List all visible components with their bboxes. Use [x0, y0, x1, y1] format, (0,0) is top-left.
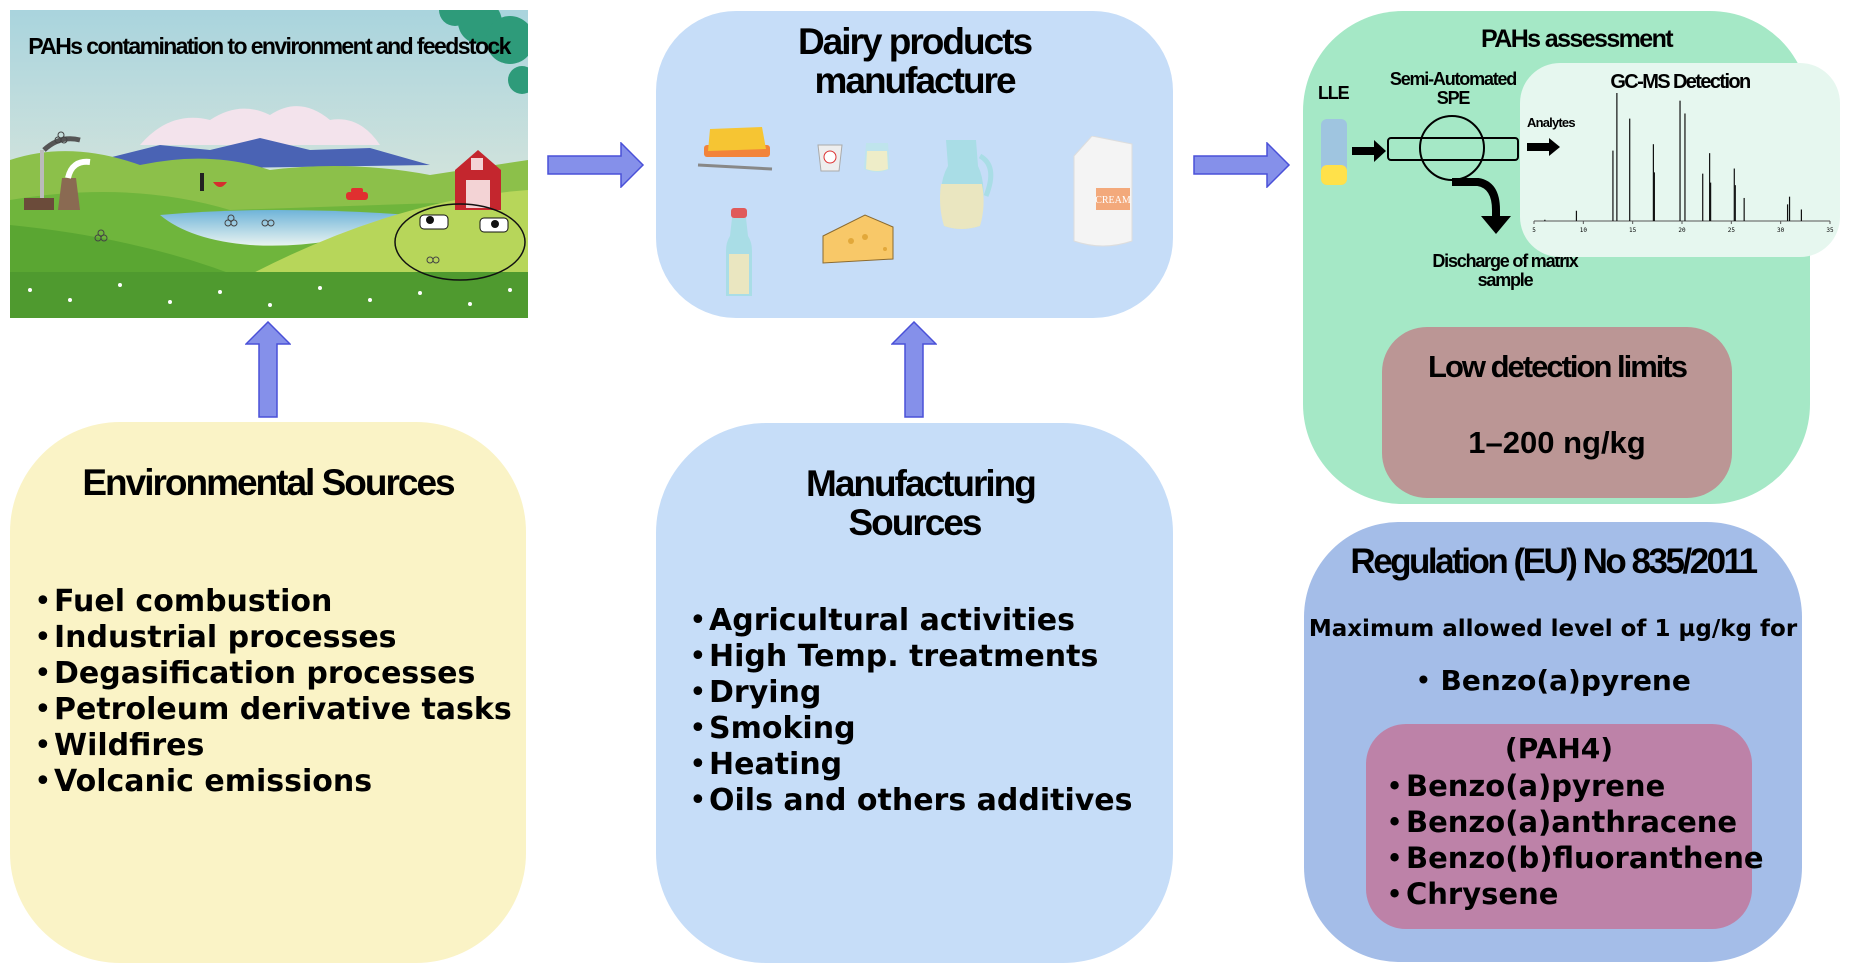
cream-label: CREAM: [1095, 195, 1131, 206]
pah-molecule-icon: [54, 131, 440, 264]
list-item: Wildfires: [34, 728, 512, 764]
detection-limits-panel: Low detection limits 1–200 ng/kg: [1382, 327, 1732, 498]
yogurt-cup-icon: [817, 144, 843, 172]
list-item: Oils and others additives: [689, 783, 1133, 819]
manufacturing-sources-title: Manufacturing Sources: [806, 463, 1037, 543]
bullet: •: [1415, 664, 1441, 697]
spe-cartridge-icon: [1387, 115, 1519, 234]
detection-limits-value: 1–200 ng/kg: [1468, 425, 1646, 460]
list-item: Fuel combustion: [34, 584, 512, 620]
arrow-up-2: [891, 321, 937, 419]
list-item: Volcanic emissions: [34, 764, 512, 800]
cheese-icon: [822, 214, 894, 264]
pahs-assessment-title: PAHs assessment: [1481, 25, 1674, 53]
regulation-subtitle: Maximum allowed level of 1 µg/kg for: [1308, 616, 1798, 642]
x-tick-label: 10: [1580, 227, 1588, 234]
x-tick-label: 5: [1532, 227, 1536, 234]
arrow-up-icon: [245, 321, 291, 418]
arrow-up-1: [245, 321, 291, 419]
x-tick-label: 20: [1678, 227, 1686, 234]
spe-label: Semi-Automated SPE: [1389, 69, 1517, 108]
x-tick-label: 30: [1777, 227, 1785, 234]
pah4-panel: (PAH4) Benzo(a)pyrene Benzo(a)anthracene…: [1366, 724, 1764, 929]
list-item: Benzo(b)fluoranthene: [1386, 840, 1764, 876]
landscape-title: PAHs contamination to environment and fe…: [28, 33, 511, 59]
barn-icon: [455, 150, 501, 210]
environmental-sources-list: Fuel combustion Industrial processes Deg…: [34, 584, 512, 800]
x-tick-label: 15: [1629, 227, 1637, 234]
yogurt-jar-icon: [864, 143, 890, 172]
milk-bottle-icon: [726, 208, 752, 296]
regulation-item-text: Benzo(a)pyrene: [1440, 664, 1691, 697]
list-item: Drying: [689, 675, 1133, 711]
arrow-right-icon: [547, 142, 645, 188]
list-item: Degasification processes: [34, 656, 512, 692]
analytes-arrow-icon: [1527, 138, 1560, 156]
dairy-products-title: Dairy products manufacture: [797, 21, 1033, 101]
list-item: Smoking: [689, 711, 1133, 747]
list-item: Agricultural activities: [689, 603, 1133, 639]
x-tick-label: 25: [1728, 227, 1736, 234]
gc-ms-detection-panel: GC-MS Detection 5 10 15 20 25 30 35: [1520, 63, 1840, 257]
regulation-title: Regulation (EU) No 835/2011: [1350, 542, 1758, 581]
landscape-scene: [10, 10, 528, 318]
lle-tube-icon: [1321, 119, 1347, 185]
butter-icon: [697, 127, 773, 171]
list-item: Industrial processes: [34, 620, 512, 656]
gc-ms-detection-title: GC-MS Detection: [1610, 71, 1751, 93]
pah4-title: (PAH4): [1504, 732, 1614, 765]
cream-carton-icon: CREAM: [1073, 136, 1133, 247]
x-tick-label: 35: [1826, 227, 1834, 234]
cows-icon: [394, 203, 526, 281]
environmental-sources-title: Environmental Sources: [82, 462, 455, 503]
cloud: [140, 106, 380, 145]
regulation-single-item: • Benzo(a)pyrene: [1304, 664, 1802, 697]
list-item: Chrysene: [1386, 876, 1764, 912]
pah4-list: Benzo(a)pyrene Benzo(a)anthracene Benzo(…: [1386, 768, 1764, 912]
detection-limits-title: Low detection limits: [1428, 349, 1688, 384]
discharge-label: Discharge of matrix sample: [1432, 251, 1578, 290]
manufacturing-sources-panel: Manufacturing Sources Agricultural activ…: [656, 423, 1173, 963]
grass: [10, 272, 528, 318]
environmental-sources-panel: Environmental Sources Fuel combustion In…: [10, 422, 526, 963]
list-item: Benzo(a)anthracene: [1386, 804, 1764, 840]
list-item: Petroleum derivative tasks: [34, 692, 512, 728]
list-item: Benzo(a)pyrene: [1386, 768, 1764, 804]
landscape-illustration: PAHs contamination to environment and fe…: [10, 10, 528, 318]
lle-label: LLE: [1318, 83, 1350, 103]
arrow-up-icon: [891, 321, 937, 418]
manufacturing-sources-list: Agricultural activities High Temp. treat…: [689, 603, 1133, 819]
arrow-right-icon: [1193, 142, 1291, 188]
milk-jug-icon: [940, 140, 994, 229]
dairy-products-panel: Dairy products manufacture CREAM: [656, 11, 1173, 318]
arrow-right-1: [547, 142, 645, 188]
flowers: [28, 283, 512, 307]
car-icon: [346, 188, 368, 200]
chromatogram: 5 10 15 20 25 30 35: [1532, 93, 1834, 234]
discharge-arrow-icon: [1452, 178, 1500, 218]
arrow-to-spe-icon: [1352, 140, 1386, 162]
tree-leaves: [439, 10, 528, 94]
arrow-right-2: [1193, 142, 1291, 188]
list-item: High Temp. treatments: [689, 639, 1133, 675]
analytes-label: Analytes: [1527, 115, 1576, 130]
barbecue-icon: [200, 173, 227, 191]
list-item: Heating: [689, 747, 1133, 783]
